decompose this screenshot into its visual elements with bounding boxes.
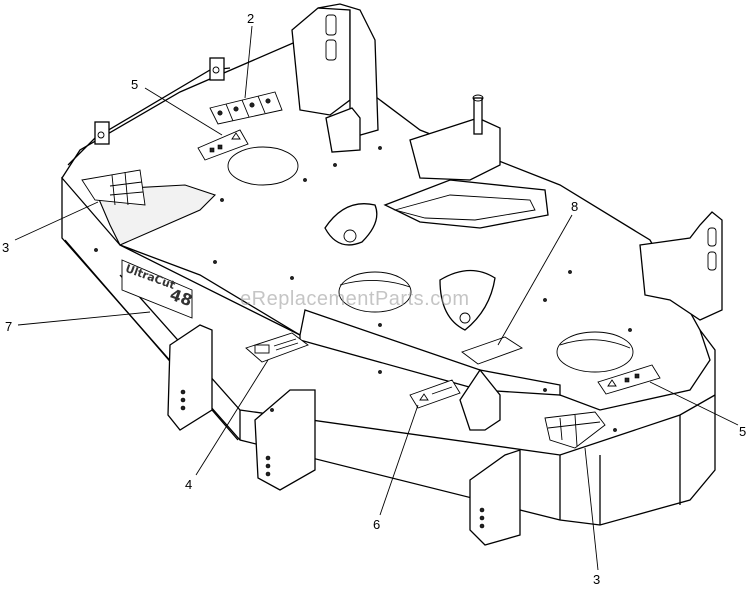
callout-8: 8 — [571, 199, 579, 214]
left-rear-bracket — [94, 121, 110, 145]
callout-4: 4 — [185, 477, 193, 492]
front-bracket-right — [469, 449, 521, 546]
decal-2-warning-strip — [209, 91, 283, 125]
decal-6-front-center — [409, 379, 461, 409]
pin — [473, 97, 483, 135]
callout-6: 6 — [373, 517, 381, 532]
callout-3-left: 3 — [2, 240, 10, 255]
center-rear-bracket — [209, 57, 225, 81]
right-rear-bracket — [639, 211, 723, 321]
callout-5-right: 5 — [739, 424, 747, 439]
tower-foot — [325, 107, 361, 153]
decal-3-grid-left — [81, 169, 146, 206]
deck-bolt-holes — [94, 146, 632, 432]
callout-3-bottom: 3 — [593, 572, 601, 587]
callout-7: 7 — [5, 319, 13, 334]
idler-arm — [324, 203, 378, 246]
rear-tower — [291, 7, 351, 116]
front-baffle — [299, 309, 561, 396]
deck-top-plate — [61, 39, 711, 411]
right-spindle-cover — [556, 331, 634, 373]
front-bracket-center-right — [459, 368, 501, 431]
callout-5-left: 5 — [131, 77, 139, 92]
idler-arm-lower — [439, 269, 496, 331]
decal-5-warning-left — [197, 129, 249, 161]
leader-lines — [14, 25, 739, 571]
brand-plate — [121, 259, 193, 319]
watermark: eReplacementParts.com — [240, 288, 470, 310]
front-bracket-left — [167, 324, 213, 431]
left-spindle-cover — [227, 146, 299, 186]
decal-4-front-left — [245, 332, 309, 363]
decal-8-chute — [461, 336, 524, 365]
discharge-rod-bracket — [409, 117, 501, 181]
center-spindle-cover — [338, 271, 412, 313]
decal-5-warning-right — [597, 364, 661, 395]
chute-frame — [383, 179, 549, 229]
callout-2-top: 2 — [247, 11, 255, 26]
decal-3-grid-bottom — [544, 411, 606, 449]
